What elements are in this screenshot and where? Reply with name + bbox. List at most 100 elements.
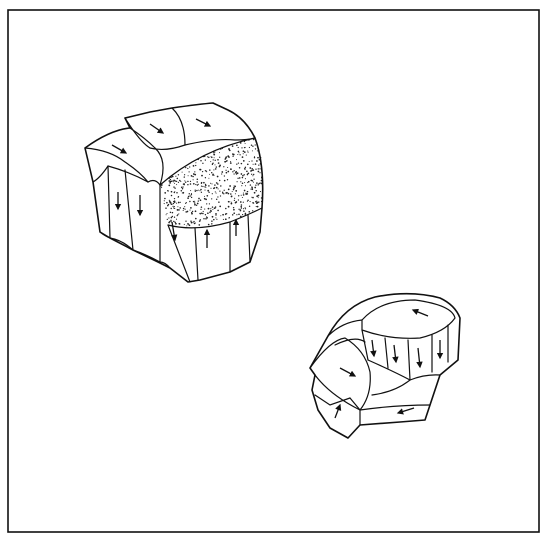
stipple-dot <box>256 160 258 162</box>
stipple-dot <box>243 193 244 194</box>
stipple-dot <box>255 201 257 203</box>
stipple-dot <box>208 208 210 210</box>
stipple-dot <box>171 195 173 197</box>
stipple-dot <box>240 181 241 182</box>
stipple-dot <box>179 180 181 182</box>
stipple-dot <box>224 180 226 182</box>
stipple-dot <box>243 160 245 162</box>
stipple-dot <box>194 171 195 172</box>
arrow <box>196 119 210 126</box>
stipple-dot <box>164 192 166 194</box>
stipple-dot <box>161 187 162 188</box>
stipple-dot <box>164 198 166 200</box>
stipple-dot <box>224 175 225 176</box>
arrow <box>372 340 374 356</box>
stipple-dot <box>212 174 213 175</box>
stipple-dot <box>237 172 239 174</box>
stipple-dot <box>205 214 206 215</box>
stipple-dot <box>211 183 212 184</box>
stipple-dot <box>232 145 234 147</box>
stipple-dot <box>218 188 219 189</box>
stipple-dot <box>238 195 239 196</box>
stipple-dot <box>241 147 242 148</box>
stipple-dot <box>237 181 238 182</box>
stipple-dot <box>170 179 171 180</box>
stipple-dot <box>184 180 185 181</box>
stipple-dot <box>187 168 188 169</box>
stipple-dot <box>256 202 258 204</box>
stipple-dot <box>242 183 244 185</box>
stipple-dot <box>248 172 250 174</box>
stipple-dot <box>191 222 193 224</box>
stipple-dot <box>174 206 175 207</box>
stipple-dot <box>174 198 175 199</box>
stipple-dot <box>204 190 205 191</box>
stipple-dot <box>184 174 185 175</box>
stipple-dot <box>177 206 178 207</box>
stipple-dot <box>203 218 204 219</box>
stipple-dot <box>235 193 236 194</box>
stipple-dot <box>201 175 203 177</box>
stipple-dot <box>204 196 205 197</box>
stipple-dot <box>209 174 210 175</box>
stipple-dot <box>193 173 195 175</box>
stipple-dot <box>232 155 233 156</box>
stipple-dot <box>181 190 183 192</box>
stipple-dot <box>208 185 210 187</box>
right-crystal-block <box>310 294 460 438</box>
stipple-dot <box>238 152 239 153</box>
stipple-dot <box>222 192 223 193</box>
stipple-dot <box>170 203 171 204</box>
stipple-dot <box>213 175 214 176</box>
stipple-dot <box>172 176 174 178</box>
stipple-dot <box>164 200 165 201</box>
figure-border <box>8 10 539 532</box>
stipple-dot <box>253 164 254 165</box>
stipple-dot <box>183 208 185 210</box>
stipple-dot <box>180 181 181 182</box>
stipple-dot <box>230 193 232 195</box>
stipple-dot <box>259 172 260 173</box>
stipple-dot <box>210 208 211 209</box>
stipple-dot <box>183 183 184 184</box>
stipple-dot <box>179 207 181 209</box>
stipple-dot <box>191 197 192 198</box>
stipple-dot <box>246 155 247 156</box>
stipple-dot <box>193 179 194 180</box>
stipple-dot <box>176 203 177 204</box>
stipple-dot <box>184 206 185 207</box>
stipple-dot <box>217 176 219 178</box>
stipple-dot <box>247 174 248 175</box>
stipple-dot <box>252 197 254 199</box>
stipple-dot <box>171 217 173 219</box>
stipple-dot <box>224 190 225 191</box>
stipple-dot <box>259 168 260 169</box>
stipple-dot <box>173 201 174 202</box>
stipple-dot <box>217 159 219 161</box>
stipple-dot <box>211 198 212 199</box>
stipple-dot <box>225 208 227 210</box>
stipple-dot <box>202 171 203 172</box>
stipple-dot <box>212 193 213 194</box>
stipple-dot <box>249 206 250 207</box>
stipple-dot <box>226 172 228 174</box>
stipple-dot <box>217 210 219 212</box>
stipple-dot <box>216 166 217 167</box>
stipple-dot <box>208 224 210 226</box>
stipple-dot <box>166 214 167 215</box>
stipple-dot <box>198 200 199 201</box>
stipple-dot <box>225 214 226 215</box>
stipple-dot <box>212 163 213 164</box>
stipple-dot <box>225 170 226 171</box>
stipple-dot <box>234 170 235 171</box>
stipple-dot <box>199 190 200 191</box>
stipple-dot <box>215 213 217 215</box>
stipple-dot <box>194 204 196 206</box>
stipple-dot <box>253 179 254 180</box>
stipple-dot <box>236 164 237 165</box>
stipple-dot <box>167 190 168 191</box>
stipple-dot <box>258 168 259 169</box>
stipple-dot <box>227 167 228 168</box>
stipple-dot <box>228 193 230 195</box>
stipple-dot <box>245 167 246 168</box>
